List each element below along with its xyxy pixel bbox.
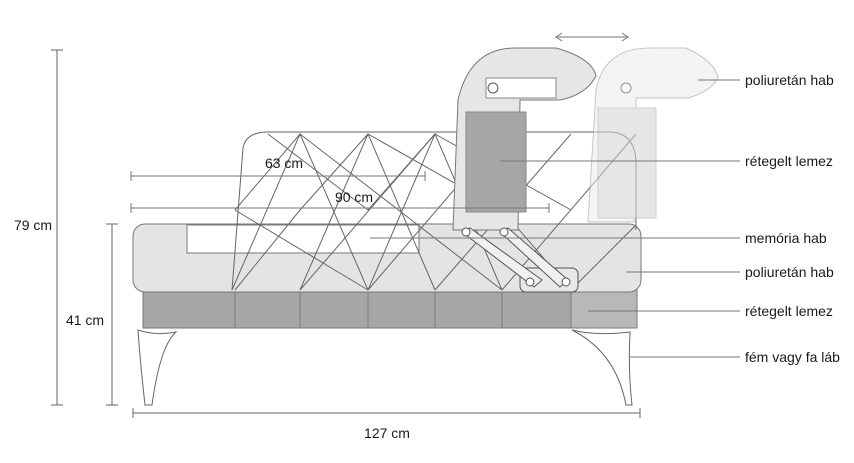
leader-lines xyxy=(370,79,740,358)
plywood-base xyxy=(142,289,572,329)
backrest-reclined xyxy=(587,47,719,223)
backrest-plywood xyxy=(465,111,527,213)
height-dimension-79 xyxy=(51,49,63,406)
label-plywood-top: rétegelt lemez xyxy=(745,153,833,169)
height-41-label: 41 cm xyxy=(66,312,104,328)
depth-dimension-90 xyxy=(130,203,550,213)
base-segments xyxy=(234,290,572,328)
label-polyurethane-foam-top: poliuretán hab xyxy=(745,72,834,88)
width-dimension-127 xyxy=(132,408,641,418)
label-legs: fém vagy fa láb xyxy=(745,349,840,365)
height-dimension-41 xyxy=(106,223,118,406)
backrest-upright xyxy=(452,47,597,231)
depth-90-label: 90 cm xyxy=(335,189,373,205)
label-polyurethane-foam-seat: poliuretán hab xyxy=(745,264,834,280)
label-plywood-base: rétegelt lemez xyxy=(745,303,833,319)
height-79-label: 79 cm xyxy=(14,217,52,233)
label-memory-foam: memória hab xyxy=(745,230,827,246)
width-127-label: 127 cm xyxy=(364,425,410,441)
adjust-arrow xyxy=(555,32,629,42)
leg-right xyxy=(571,329,633,406)
memory-foam-layer xyxy=(186,224,420,254)
depth-63-label: 63 cm xyxy=(265,155,303,171)
legs xyxy=(137,329,633,406)
hinge-mechanism xyxy=(461,82,632,293)
leg-left xyxy=(137,329,178,406)
depth-dimension-63 xyxy=(130,171,426,181)
plywood-base-right xyxy=(570,289,638,329)
